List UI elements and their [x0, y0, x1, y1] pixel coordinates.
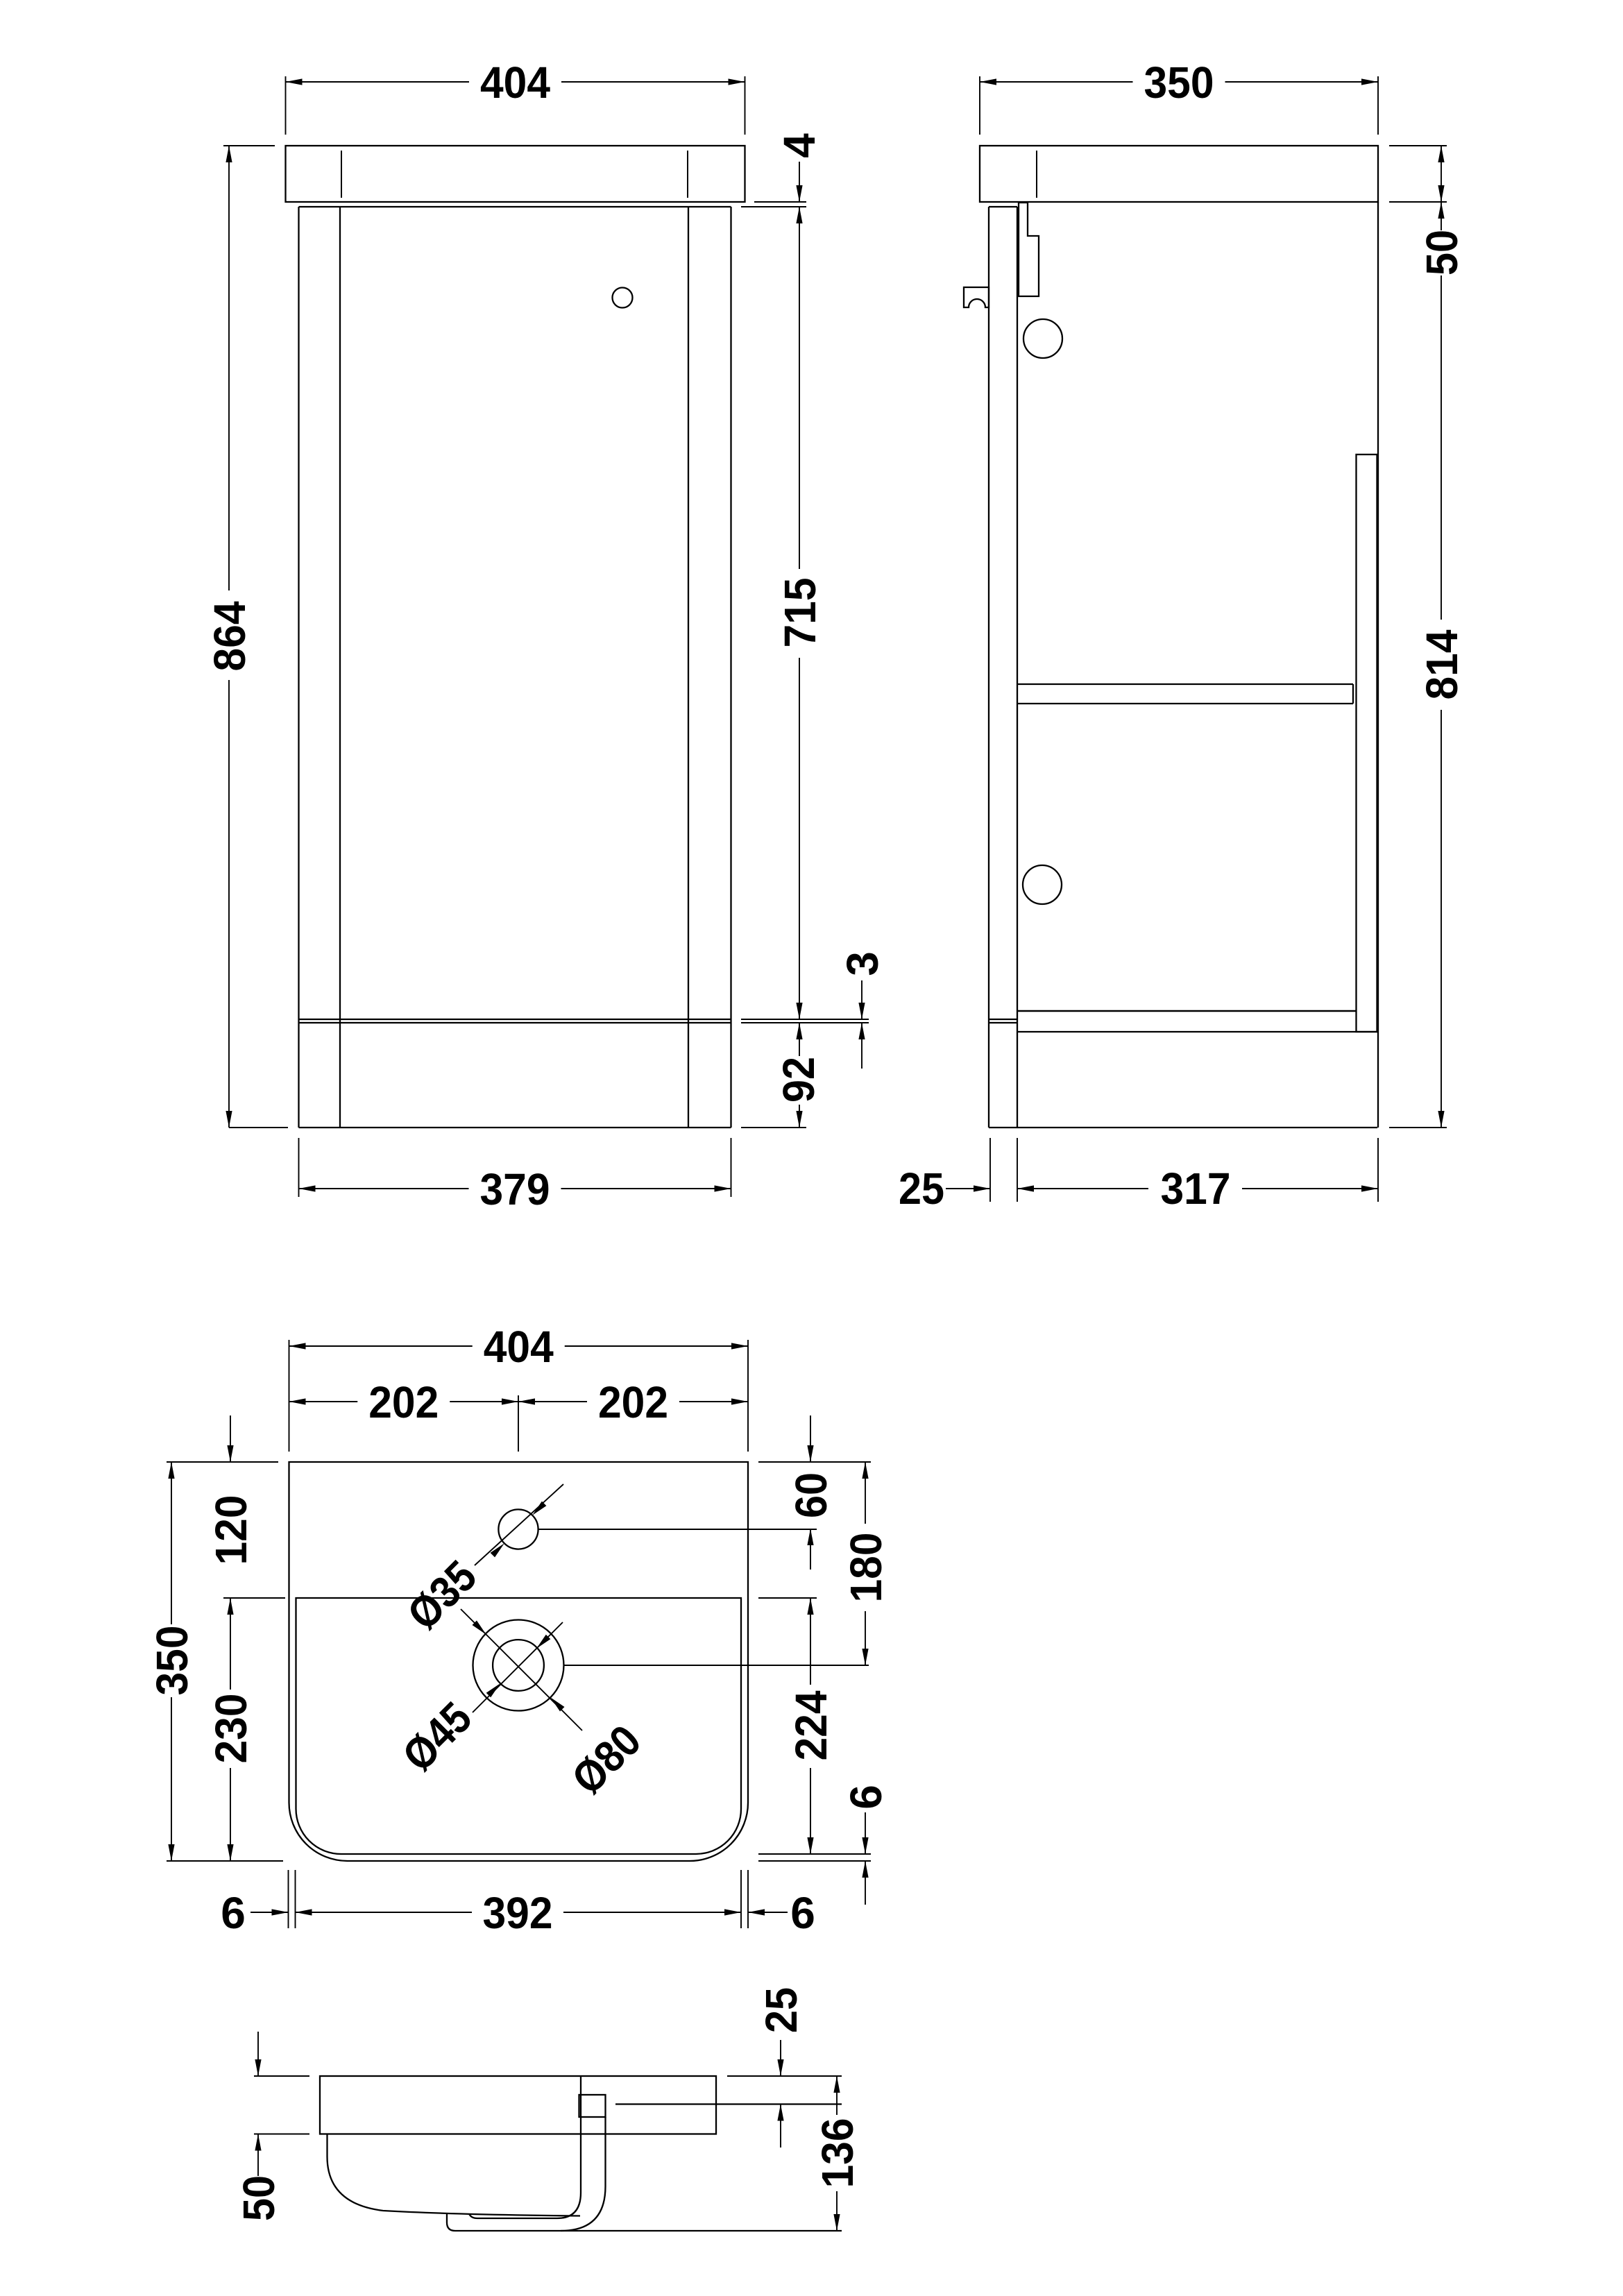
svg-text:392: 392: [483, 1888, 553, 1938]
svg-text:136: 136: [813, 2118, 863, 2188]
svg-text:60: 60: [786, 1472, 836, 1518]
svg-text:350: 350: [147, 1626, 197, 1696]
svg-text:317: 317: [1161, 1164, 1231, 1214]
svg-text:50: 50: [234, 2175, 284, 2221]
svg-text:404: 404: [480, 58, 550, 108]
svg-text:230: 230: [206, 1694, 256, 1764]
svg-text:92: 92: [774, 1057, 824, 1103]
svg-text:6: 6: [221, 1888, 246, 1938]
svg-text:350: 350: [1144, 58, 1214, 108]
svg-text:224: 224: [786, 1690, 836, 1760]
svg-text:715: 715: [775, 578, 825, 648]
svg-text:50: 50: [1417, 230, 1467, 275]
svg-text:202: 202: [598, 1377, 668, 1427]
svg-text:6: 6: [790, 1888, 815, 1938]
svg-text:202: 202: [368, 1377, 439, 1427]
svg-text:25: 25: [899, 1164, 944, 1214]
svg-text:120: 120: [206, 1495, 256, 1565]
svg-text:Ø35: Ø35: [398, 1551, 486, 1639]
svg-text:Ø80: Ø80: [562, 1715, 650, 1803]
svg-text:379: 379: [480, 1164, 550, 1214]
svg-text:864: 864: [205, 601, 255, 671]
svg-text:25: 25: [756, 1987, 806, 2033]
svg-text:6: 6: [841, 1785, 891, 1810]
svg-text:4: 4: [774, 133, 824, 158]
svg-text:404: 404: [484, 1322, 554, 1372]
svg-text:3: 3: [838, 951, 887, 976]
svg-text:814: 814: [1417, 629, 1467, 699]
svg-text:180: 180: [841, 1533, 891, 1603]
svg-text:Ø45: Ø45: [393, 1692, 481, 1780]
